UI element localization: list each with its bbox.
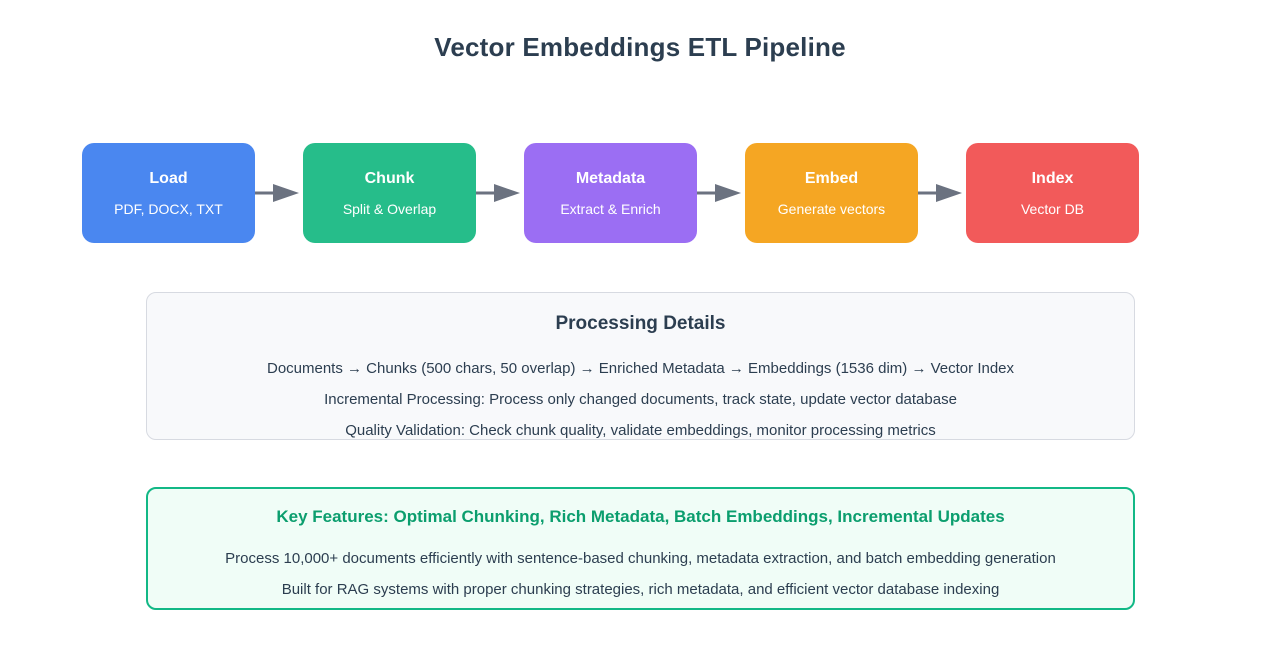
stage-subtitle: Extract & Enrich	[560, 200, 661, 217]
key-features-line: Built for RAG systems with proper chunki…	[281, 581, 1000, 598]
arrow-right-icon	[697, 182, 745, 204]
stage-subtitle: Generate vectors	[777, 200, 886, 217]
processing-details-panel: Processing Details Documents → Chunks (5…	[146, 292, 1135, 440]
key-features-panel: Key Features: Optimal Chunking, Rich Met…	[146, 487, 1135, 610]
stage-title: Embed	[804, 169, 859, 187]
key-features-line: Process 10,000+ documents efficiently wi…	[225, 550, 1056, 567]
stage-subtitle: Split & Overlap	[342, 200, 437, 217]
stage-subtitle: Vector DB	[1020, 200, 1085, 217]
arrow-right-icon	[476, 182, 524, 204]
key-features-heading: Key Features: Optimal Chunking, Rich Met…	[276, 507, 1005, 526]
pipeline-flow: Load PDF, DOCX, TXT Chunk Split & Overla…	[82, 143, 1139, 243]
page-title: Vector Embeddings ETL Pipeline	[434, 32, 846, 62]
arrow-right-icon	[918, 182, 966, 204]
stage-title: Chunk	[364, 169, 415, 187]
processing-details-heading: Processing Details	[555, 313, 726, 334]
processing-details-line: Quality Validation: Check chunk quality,…	[345, 422, 936, 439]
stage-title: Metadata	[575, 169, 646, 187]
processing-details-line: Incremental Processing: Process only cha…	[324, 391, 957, 408]
processing-details-line: Documents → Chunks (500 chars, 50 overla…	[266, 360, 1015, 377]
pipeline-stage-metadata[interactable]: Metadata Extract & Enrich	[524, 143, 697, 243]
pipeline-stage-chunk[interactable]: Chunk Split & Overlap	[303, 143, 476, 243]
pipeline-stage-load[interactable]: Load PDF, DOCX, TXT	[82, 143, 255, 243]
stage-subtitle: PDF, DOCX, TXT	[114, 200, 223, 217]
arrow-right-icon	[255, 182, 303, 204]
pipeline-stage-embed[interactable]: Embed Generate vectors	[745, 143, 918, 243]
pipeline-stage-index[interactable]: Index Vector DB	[966, 143, 1139, 243]
stage-title: Index	[1031, 169, 1074, 187]
stage-title: Load	[149, 169, 188, 187]
